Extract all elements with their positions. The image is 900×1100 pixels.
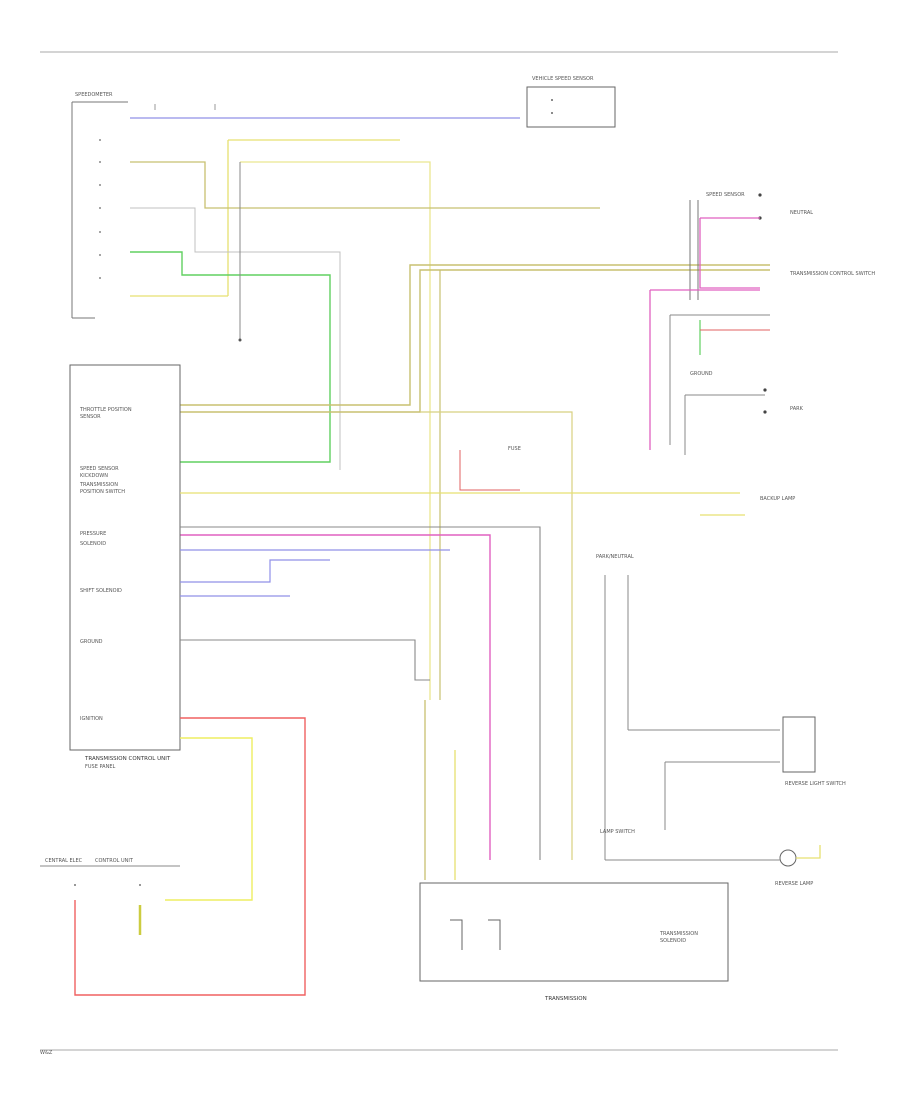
vehicle-speed-sensor-box: VEHICLE SPEED SENSOR [526,76,616,128]
tcm-fn-7: PRESSURE [80,531,106,537]
tcm-subtitle: FUSE PANEL [85,764,115,770]
wire-olive-trunk [180,264,770,406]
lamp-switch-label: LAMP SWITCH [600,829,635,835]
tcm-fn-9: SHIFT SOLENOID [80,588,122,594]
tcm-fn-3: SPEED SENSOR [80,466,119,472]
transmission-box-label: TRANSMISSION [659,931,698,937]
wire-red [74,717,306,996]
footer-code: W&Z [40,1050,53,1056]
transmission-control-module: TRANSMISSION CONTROL UNIT FUSE PANEL THR… [69,364,181,770]
speed-sensor-right-label: SPEED SENSOR [706,192,745,198]
wire-green [130,251,331,463]
gauge-label-3: PARK [790,406,804,412]
gauge-label-2: TRANSMISSION CONTROL SWITCH [789,271,875,277]
wire-pink-right [699,218,760,289]
ccu-title-2: CONTROL UNIT [95,858,134,864]
wire-yellow-bottom [165,737,253,901]
wire-pink-main [180,534,491,860]
wire-yellow-long [240,161,431,700]
tcm-fn-5: TRANSMISSION [79,482,118,488]
vss-label: VEHICLE SPEED SENSOR [532,76,594,82]
reverse-light-switch: REVERSE LIGHT SWITCH [628,716,846,830]
central-control-unit: CENTRAL ELEC CONTROL UNIT [40,858,180,935]
right-connector: SPEED SENSOR NEUTRAL TRANSMISSION CONTRO… [689,192,875,414]
backup-lamp-label: BACKUP LAMP [760,496,795,502]
transmission-box: TRANSMISSION TRANSMISSION SOLENOID [419,882,729,1002]
tcm-fn-8: SOLENOID [80,541,106,547]
tcm-fn-2: SENSOR [80,414,101,420]
tcm-fn-10: GROUND [80,639,103,645]
park-neutral-label: PARK/NEUTRAL [596,554,634,560]
tcm-fn-11: IGNITION [80,716,103,722]
top-left-connector: SPEEDOMETER [71,92,128,319]
fuse-label: FUSE [508,446,521,452]
reverse-lamp: REVERSE LAMP [605,845,821,887]
tcm-fn-4: KICKDOWN [80,473,108,479]
reverse-lamp-label: REVERSE LAMP [775,881,813,887]
tcm-title: TRANSMISSION CONTROL UNIT [84,756,171,762]
tcm-fn-6: POSITION SWITCH [80,489,125,495]
wire-gray-1 [130,207,341,470]
sensor-top-label: SPEEDOMETER [75,92,113,98]
tcm-fn-1: THROTTLE POSITION [79,407,132,413]
ground-label: GROUND [690,371,713,377]
transmission-box-label-2: SOLENOID [660,938,686,944]
ccu-title: CENTRAL ELEC [45,858,83,864]
transmission-label: TRANSMISSION [544,996,587,1002]
gauge-label: NEUTRAL [790,210,813,216]
reverse-switch-label: REVERSE LIGHT SWITCH [785,781,846,787]
wire-olive-1 [130,161,600,209]
